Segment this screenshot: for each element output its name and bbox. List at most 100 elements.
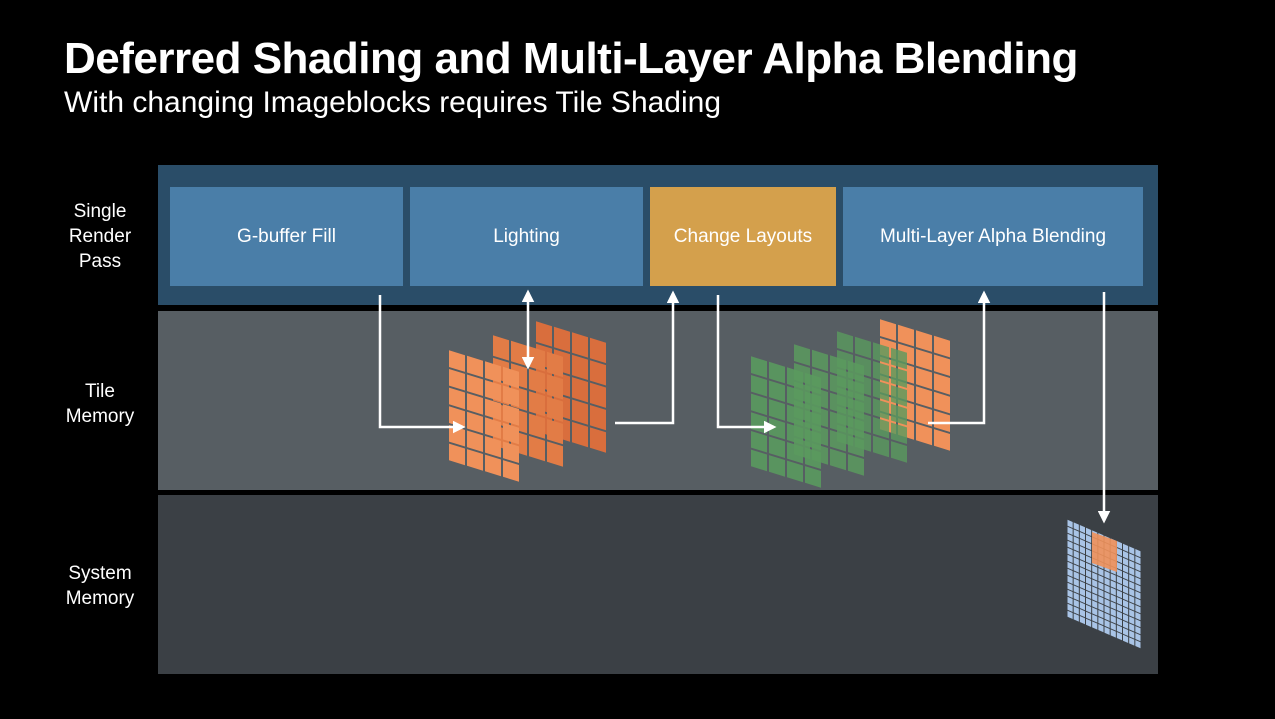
tile-cell [769,455,785,477]
tile-cell [751,393,767,416]
tile-cell [1104,626,1110,635]
tile-cell [891,366,907,389]
tile-cell [848,454,864,476]
tile-cell [787,367,803,389]
tile-cell [1129,574,1135,583]
tile-cell [1116,555,1122,564]
row-label-line: Pass [78,251,122,272]
tile-cell [590,382,606,408]
tile-cell [873,360,889,383]
tile-cell [1079,588,1085,597]
tile-cell [751,449,767,472]
tile-cell [1086,527,1092,536]
tile-cell [1079,567,1085,576]
tile-cell [590,360,606,386]
tile-cell [467,449,483,471]
tile-cell [1110,601,1116,610]
tile-cell [1135,563,1141,572]
tile-cell [769,380,785,403]
tile-cell [769,436,785,459]
tile-cell [934,335,950,358]
tile-cell [1079,553,1085,562]
tile-cell [848,398,864,420]
tile-cell [873,398,889,420]
tile-cell [1116,625,1122,634]
tile-cell [1135,626,1141,635]
tile-cell [590,337,606,364]
tile-cell [1123,592,1129,601]
tile-grid-orange-final [880,319,950,451]
tile-cell [830,355,846,377]
tile-cell [1104,598,1110,607]
tile-cell [467,411,483,434]
tile-cell [805,391,821,414]
tile-cell [1073,599,1079,608]
tile-cell [547,351,563,378]
tile-cell [1129,623,1135,632]
tile-cell [1135,640,1141,649]
tile-grid-orange-back [536,321,606,453]
tile-cell [1123,571,1129,580]
tile-cell [848,416,864,439]
tile-stack-green [751,319,950,488]
stage-multi-layer-alpha-blending: Multi-Layer Alpha Blending [843,187,1143,286]
tile-cell [449,350,465,372]
tile-cell [805,466,821,488]
tile-memory-band [158,311,1158,490]
tile-cell [1067,596,1073,605]
tile-cell [916,423,932,446]
tile-cell [787,423,803,445]
tile-cell [1067,519,1073,528]
tile-cell [1104,605,1110,614]
tile-cell [572,421,588,448]
tile-cell [449,387,465,410]
tile-cell [485,454,501,477]
tile-cell [1079,609,1085,618]
tile-cell [891,347,907,370]
tile-cell [1110,580,1116,589]
tile-cell [1116,548,1122,557]
tile-cell [547,374,563,400]
tile-cell [1123,585,1129,594]
tile-cell [1123,599,1129,608]
tile-cell [1110,587,1116,596]
tile-cell [1073,585,1079,594]
tile-cell [467,393,483,415]
tile-cell [590,427,606,453]
tile-cell [1098,582,1104,591]
tile-cell [1135,612,1141,621]
tile-cell [503,385,519,408]
tile-cell [1092,586,1098,595]
tile-cell [1129,553,1135,562]
tile-cell [572,377,588,403]
tile-cell [590,405,606,431]
tile-cell [1067,575,1073,584]
tile-cell [1086,541,1092,550]
tile-cell [934,354,950,377]
tile-cell [1073,550,1079,559]
tile-cell [934,410,950,433]
tile-cell [1098,624,1104,633]
tile-cell [1079,581,1085,590]
tile-cell [873,435,889,458]
tile-cell [1123,550,1129,559]
tile-cell [1079,525,1085,534]
tile-cell [1067,589,1073,598]
tile-cell [1067,561,1073,570]
tile-cell [1135,591,1141,600]
tile-cell [1129,602,1135,611]
tile-cell [1116,590,1122,599]
tile-cell [1092,572,1098,581]
tile-cell [751,412,767,434]
tile-cell [751,430,767,453]
tile-cell [1110,594,1116,603]
stage-change-layouts: Change Layouts [650,187,836,286]
row-label-single-render-pass: Single Render Pass [40,199,160,274]
tile-cell [1073,592,1079,601]
tile-cell [916,348,932,371]
tile-cell [1110,622,1116,631]
tile-cell [1110,629,1116,638]
tile-cell [934,391,950,414]
tile-cell [830,448,846,471]
tile-cell [1073,543,1079,552]
